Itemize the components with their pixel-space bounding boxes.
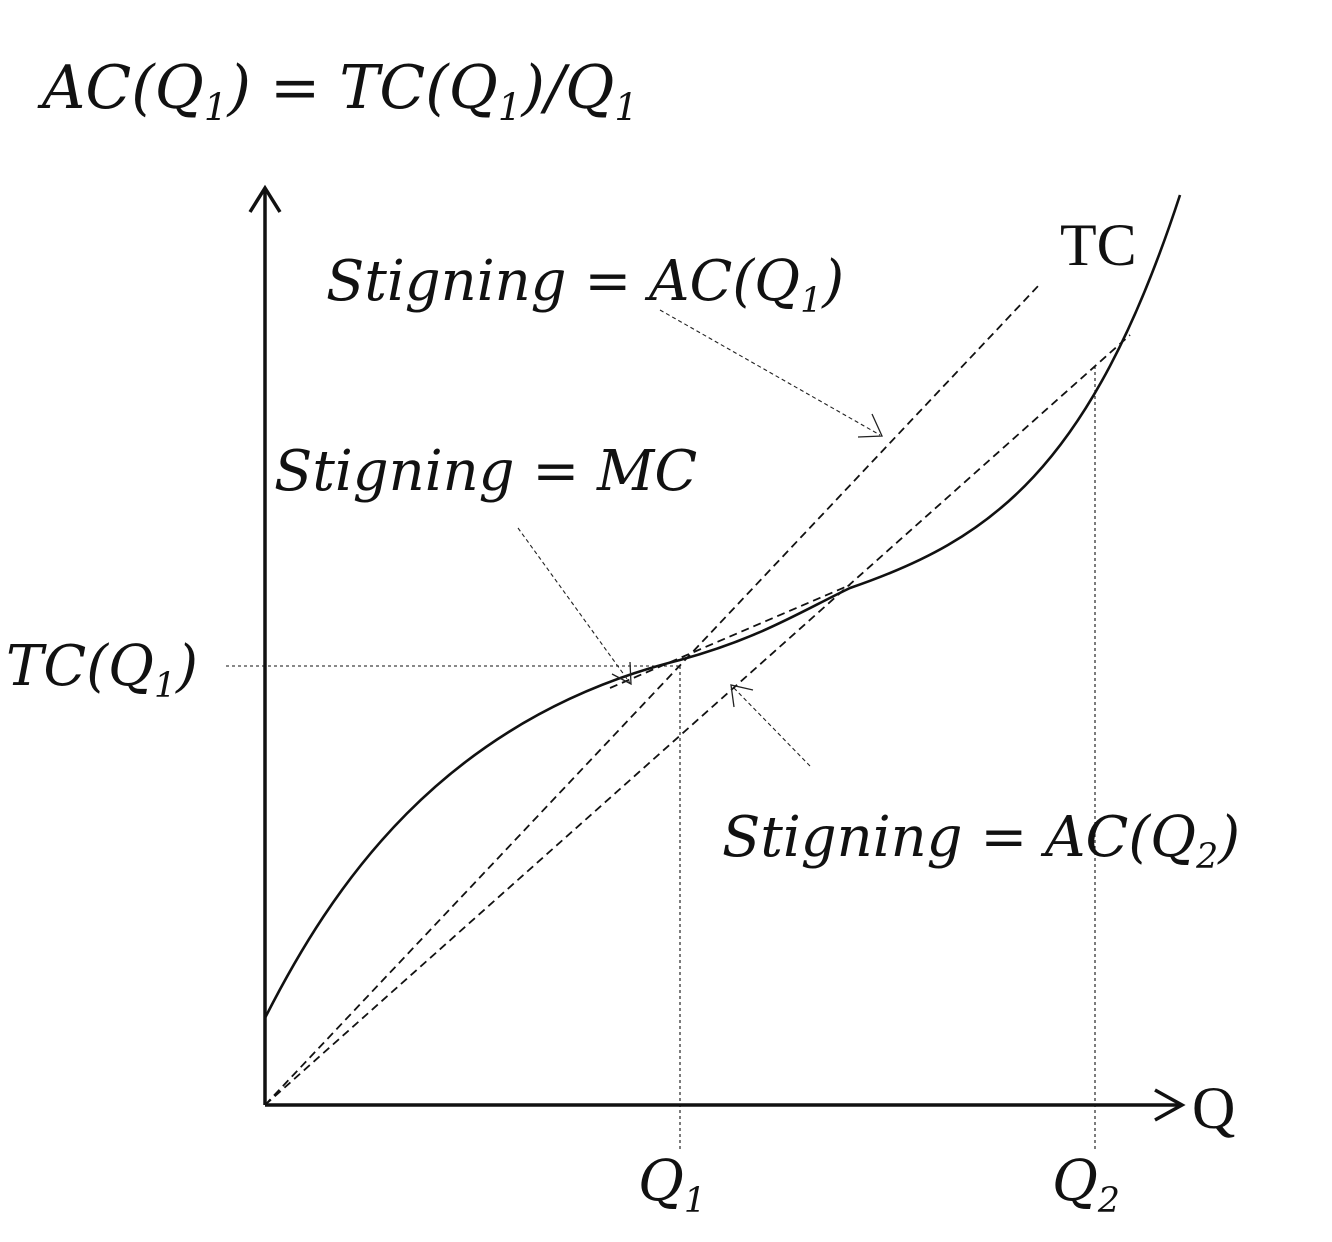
y-tick-tc-q1: TC(Q1)	[6, 634, 198, 706]
annotation-slope-ac-q2: Stigning = AC(Q2)	[722, 805, 1240, 877]
ray-ac-q1	[264, 283, 1041, 1106]
formula-title: AC(Q1) = TC(Q1)/Q1	[37, 53, 638, 129]
y-axis-arrowhead	[248, 184, 282, 213]
annotation-slope-ac-q1: Stigning = AC(Q1)	[326, 249, 844, 321]
pointer-ac-q1	[659, 309, 881, 436]
x-tick-q2: Q2	[1052, 1149, 1120, 1221]
tc-curve	[263, 194, 1182, 1019]
tc-curve-label: TC	[1060, 212, 1137, 278]
tangent-mc	[609, 584, 851, 689]
pointer-mc-head	[611, 661, 632, 686]
pointer-mc	[517, 527, 631, 684]
pointer-ac-q1-head	[857, 413, 883, 438]
pointer-ac-q2-head	[730, 684, 754, 708]
x-axis-label: Q	[1192, 1075, 1235, 1141]
x-tick-q1: Q1	[638, 1149, 706, 1221]
ray-ac-q2	[264, 334, 1131, 1106]
pointer-ac-q2	[731, 685, 811, 767]
annotation-slope-mc: Stigning = MC	[274, 439, 697, 504]
x-axis-arrowhead	[1154, 1088, 1186, 1122]
